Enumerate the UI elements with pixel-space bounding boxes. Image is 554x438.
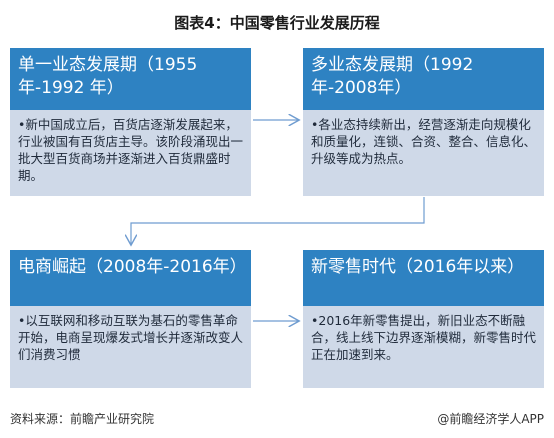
stage-card-1: 单一业态发展期（1955年-1992 年） •新中国成立后，百货店逐渐发展起来，… — [10, 48, 251, 196]
stage-card-3: 电商崛起（2008年-2016年） •以互联网和移动互联为基石的零售革命开始，电… — [10, 250, 251, 388]
stage-heading-1: 单一业态发展期（1955年-1992 年） — [10, 48, 251, 110]
source-note: 资料来源：前瞻产业研究院 — [10, 412, 155, 426]
figure-title: 图表4：中国零售行业发展历程 — [174, 14, 380, 32]
brand-credit: @前瞻经济学人APP — [437, 412, 544, 426]
stage-heading-3: 电商崛起（2008年-2016年） — [10, 250, 251, 306]
stage-body-3: •以互联网和移动互联为基石的零售革命开始，电商呈现爆发式增长并逐渐改变人们消费习… — [18, 313, 244, 362]
stage-card-4: 新零售时代（2016年以来） •2016年新零售提出，新旧业态不断融合，线上线下… — [303, 250, 544, 388]
stage-card-2: 多业态发展期（1992年-2008年） •各业态持续新出，经营逐渐走向规模化和质… — [303, 48, 544, 196]
stage-heading-4: 新零售时代（2016年以来） — [303, 250, 544, 306]
stage-body-1: •新中国成立后，百货店逐渐发展起来，行业被国有百货店主导。该阶段涌现出一批大型百… — [18, 117, 244, 183]
stage-heading-2: 多业态发展期（1992年-2008年） — [303, 48, 544, 110]
stage-body-2: •各业态持续新出，经营逐渐走向规模化和质量化，连锁、合资、整合、信息化、升级等成… — [311, 117, 537, 166]
arrow-2-to-3 — [131, 197, 425, 244]
stage-body-4: •2016年新零售提出，新旧业态不断融合，线上线下边界逐渐模糊，新零售时代正在加… — [311, 313, 537, 362]
